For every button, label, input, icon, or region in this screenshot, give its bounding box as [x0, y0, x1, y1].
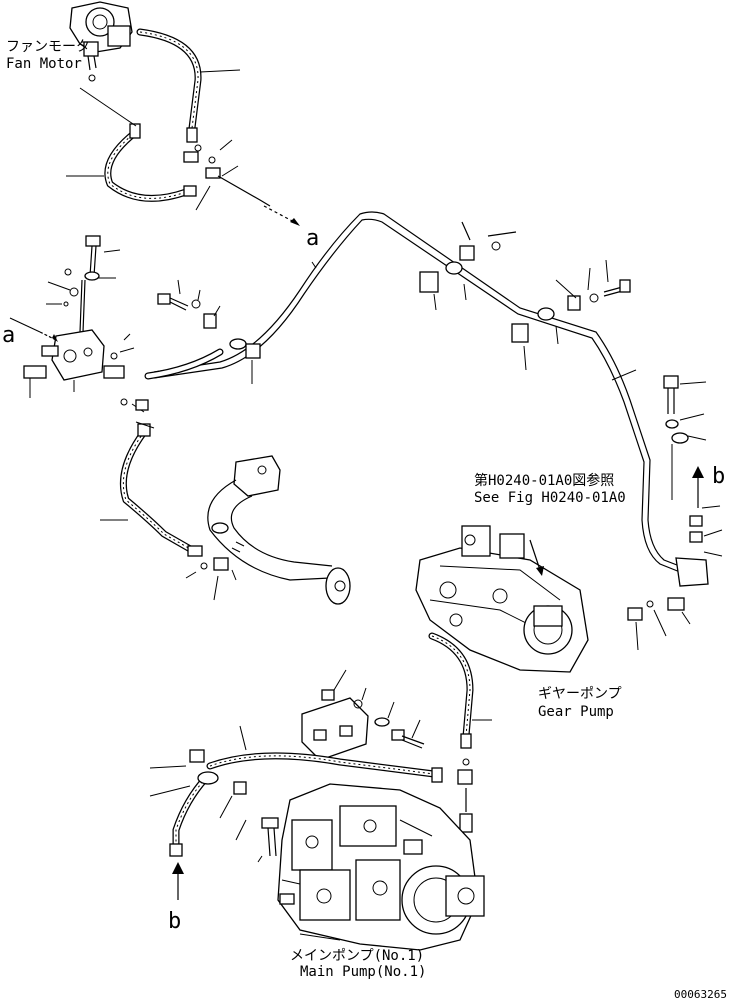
pipe-clamps: [229, 221, 631, 384]
valve-block: [9, 317, 125, 398]
right-fittings: [627, 375, 723, 651]
see-fig-label-jp: 第H0240-01A0図参照: [474, 472, 614, 489]
fan-motor-label-jp: ファンモータ: [6, 39, 90, 55]
marker-b-bottom: b: [168, 909, 181, 934]
return-hose: [104, 123, 197, 202]
suction-elbow: [207, 455, 351, 605]
main-pump-left-hose: [149, 749, 279, 863]
main-pump-label-en: Main Pump(No.1): [300, 964, 426, 980]
main-pump: [277, 783, 485, 951]
left-clamp-fasteners: [157, 279, 221, 329]
gear-pump-assembly: [415, 525, 589, 673]
main-pump-hose: [206, 725, 443, 783]
pump-bracket: [301, 669, 425, 761]
main-pump-label-jp: メインポンプ(No.1): [290, 948, 424, 964]
gear-pump-label-en: Gear Pump: [538, 704, 614, 720]
gear-pump-label-jp: ギヤーポンプ: [538, 686, 622, 702]
valve-block-fasteners: [46, 235, 135, 360]
see-fig-label-en: See Fig H0240-01A0: [474, 490, 626, 506]
fan-fittings: [183, 139, 300, 226]
fan-motor-label-en: Fan Motor: [6, 56, 82, 72]
marker-b-right: b: [712, 464, 725, 489]
gear-pump-fittings: [457, 758, 473, 833]
fan-motor: [69, 1, 133, 82]
lower-left-fittings: [185, 557, 237, 601]
marker-a-left: a: [2, 323, 15, 348]
fan-motor-hose: [136, 28, 202, 143]
main-pipe: [153, 211, 691, 577]
gear-pump-hose: [428, 632, 492, 749]
block-hose: [144, 348, 224, 380]
drawing-number: 00063265: [674, 988, 727, 1001]
arrow-b-right: [692, 466, 704, 508]
lower-left-hose: [119, 423, 203, 557]
arrow-b-bottom: [172, 862, 184, 900]
marker-a-top: a: [306, 226, 319, 251]
